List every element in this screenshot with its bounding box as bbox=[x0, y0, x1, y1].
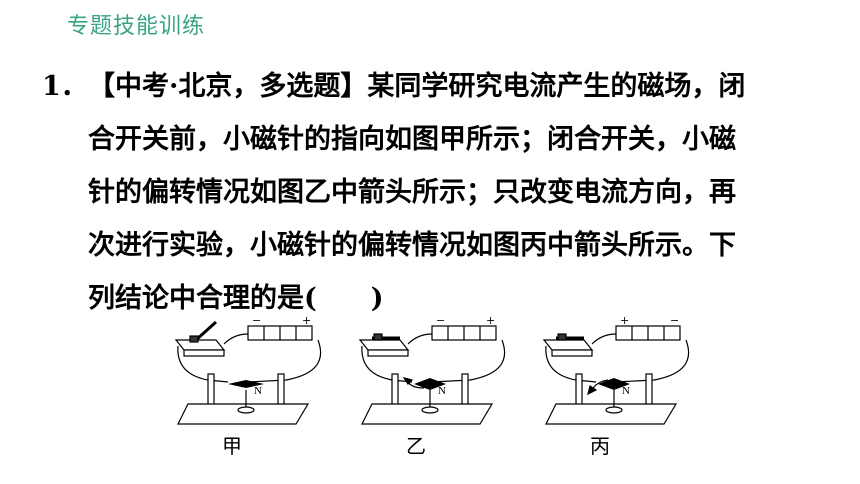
figure-label-bing: 丙 bbox=[590, 434, 610, 458]
question-line-1: 1．【中考·北京，多选题】某同学研究电流产生的磁场，闭 bbox=[42, 60, 832, 113]
experiment-figures: N − + 甲 N − + 乙 bbox=[150, 312, 710, 482]
figure-bing-circuit: N − + bbox=[542, 314, 690, 425]
needle-mark-yi: N bbox=[438, 385, 446, 397]
question-line-2: 合开关前，小磁针的指向如图甲所示；闭合开关，小磁 bbox=[88, 124, 736, 155]
question-line-3: 针的偏转情况如图乙中箭头所示；只改变电流方向，再 bbox=[88, 177, 736, 208]
figure-jia-circuit: N − + bbox=[174, 314, 322, 425]
battery-plus-bing: + bbox=[620, 314, 629, 327]
section-header: 专题技能训练 bbox=[67, 14, 206, 39]
figure-label-yi: 乙 bbox=[406, 434, 426, 458]
question-block: 1．【中考·北京，多选题】某同学研究电流产生的磁场，闭 合开关前，小磁针的指向如… bbox=[42, 60, 832, 325]
battery-plus-jia: + bbox=[302, 314, 311, 327]
battery-minus-yi: − bbox=[436, 314, 445, 327]
battery-minus-bing: − bbox=[670, 314, 679, 327]
needle-mark-jia: N bbox=[254, 385, 262, 397]
question-text-1: 【中考·北京，多选题】某同学研究电流产生的磁场，闭 bbox=[88, 71, 746, 102]
figure-yi-circuit: N − + bbox=[358, 314, 506, 425]
figure-label-jia: 甲 bbox=[222, 434, 242, 458]
question-line-4: 次进行实验，小磁针的偏转情况如图丙中箭头所示。下 bbox=[88, 230, 736, 261]
question-number: 1． bbox=[42, 71, 88, 102]
needle-mark-bing: N bbox=[622, 385, 630, 397]
question-line-5: 列结论中合理的是( ) bbox=[88, 283, 384, 314]
battery-minus-jia: − bbox=[252, 314, 261, 327]
battery-plus-yi: + bbox=[486, 314, 495, 327]
